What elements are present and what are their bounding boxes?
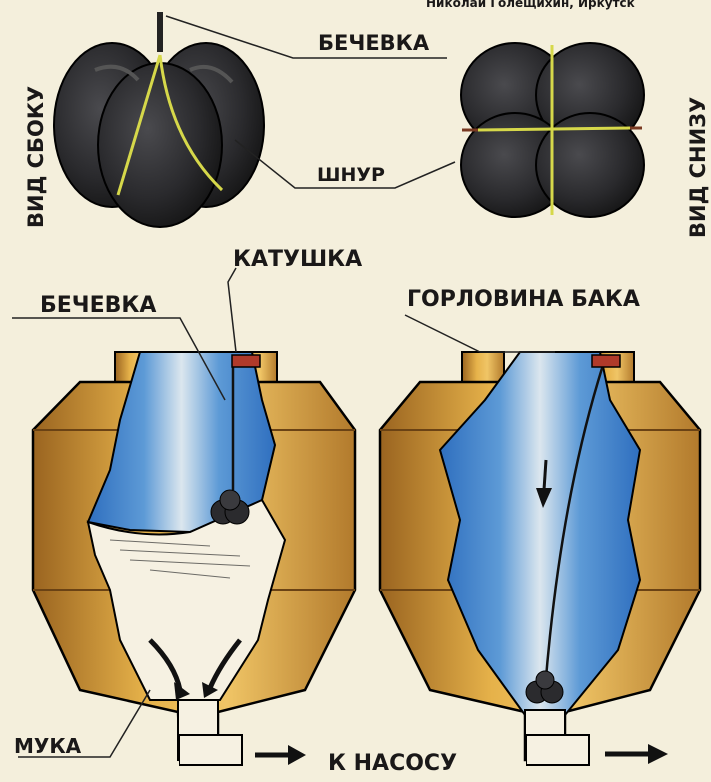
label-flour: МУКА [14,734,82,758]
label-spool: КАТУШКА [233,247,362,272]
label-side-view: ВИД СБОКУ [24,86,48,228]
label-bottom-view: ВИД СНИЗУ [686,97,710,238]
ball-bottom-view [461,43,644,217]
label-twine-top: БЕЧЕВКА [318,31,430,55]
tank-left [33,352,355,765]
to-pump-arrows [255,744,668,765]
tank-right [380,352,700,765]
author-credit: Николай Голещихин, Иркутск [426,0,635,10]
label-to-pump: К НАСОСУ [328,751,457,776]
label-cord: ШНУР [317,164,385,186]
ball-side-view [54,12,264,227]
label-twine-left: БЕЧЕВКА [40,293,156,318]
label-tank-neck: ГОРЛОВИНА БАКА [407,287,640,312]
